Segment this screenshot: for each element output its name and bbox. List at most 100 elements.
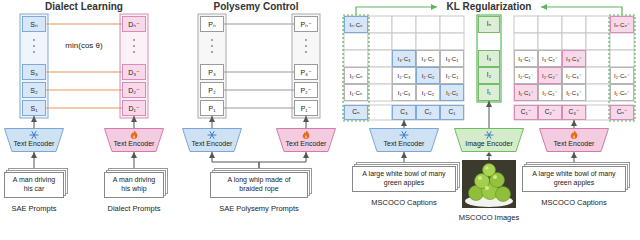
grid-cell [514, 105, 538, 120]
snowflake-stroke [402, 132, 406, 139]
encoder-label: Text Encoder [384, 140, 425, 148]
snowflake-icon [484, 130, 494, 140]
embedding-cell: I₂·C₃ [392, 67, 416, 84]
encoder-label: Text Encoder [14, 140, 55, 148]
connector-line [212, 152, 259, 172]
encoder-trapezoid [4, 128, 64, 152]
grid-cell [562, 33, 586, 50]
embedding-cell: Sₙ [22, 16, 46, 32]
connector-line [134, 116, 135, 128]
encoder-trapezoid [369, 128, 439, 152]
fire-icon [301, 130, 311, 140]
encoder-label: Text Encoder [554, 140, 595, 148]
cell-label: D₂⁻ [128, 87, 139, 94]
embedding-cell: D₂⁻ [122, 82, 146, 98]
cell-label: C₃⁻ [569, 109, 580, 116]
grid-cell [610, 16, 634, 33]
grid-cell [440, 84, 464, 101]
cell-label: I₃·C₁⁻ [518, 56, 534, 62]
embedding-column [292, 14, 320, 118]
embedding-cell: P₁ [200, 100, 224, 116]
encoder-outline [540, 129, 609, 152]
fire-shape [571, 131, 578, 139]
cell-label: S₂ [30, 87, 37, 94]
cell-label: P₂⁻ [300, 87, 311, 94]
snowflake-icon [29, 130, 39, 140]
encoder-block: Text Encoder [369, 128, 439, 152]
embedding-cell: D₁⁻ [122, 100, 146, 116]
fire-icon [569, 130, 579, 140]
snowflake-stroke [32, 132, 36, 139]
grid-cell [538, 16, 562, 33]
embedding-cell: I₁ [478, 84, 500, 101]
cell-label: I₂·C₁⁻ [518, 73, 534, 79]
encoder-outline [455, 129, 524, 152]
grid-cell [514, 67, 538, 84]
embedding-column [120, 14, 148, 118]
embedding-cell: I₂·C₁⁻ [514, 67, 538, 84]
embedding-cell: I₁·C₁⁻ [514, 84, 538, 101]
image-arrowhead [486, 152, 492, 156]
embedding-cell: Cₙ [344, 105, 368, 120]
cell-label: Iₙ·Cₙ [350, 22, 363, 28]
cell-label: I₃·C₃⁻ [566, 56, 582, 62]
snowflake-stroke [32, 132, 36, 139]
embedding-column [20, 14, 48, 118]
grid-cell [610, 84, 634, 101]
grid-cell [586, 33, 610, 50]
connector-line [404, 120, 405, 128]
embedding-cell: Iₙ·Cₙ [344, 16, 368, 33]
ellipsis-dots [33, 39, 307, 53]
grid-cell [586, 84, 610, 101]
panel-title: KL Regularization [447, 1, 532, 13]
connector-line [212, 116, 213, 128]
embedding-cell: I₁·Cₙ⁻ [610, 84, 634, 101]
prompt-text: A long whip made of braided rope [215, 176, 303, 194]
kl-column-outline [343, 15, 369, 121]
encoder-outline [105, 129, 164, 152]
cell-label: I₃ [487, 55, 491, 62]
connector-line [46, 107, 122, 108]
encoder-trapezoid [454, 128, 524, 152]
cell-label: I₁ [487, 89, 491, 96]
grid-cell [538, 84, 562, 101]
grid-cell [416, 67, 440, 84]
grid-cell [416, 33, 440, 50]
embedding-cell: I₂·Cₙ [344, 67, 368, 84]
grid-cell [610, 105, 634, 120]
cell-label: P₂ [208, 87, 215, 94]
cell-label: I₁·C₁ [446, 90, 458, 96]
prompt-text: A large white bowl of many green apples [527, 170, 621, 188]
prompt-heading: SAE Prompts [11, 204, 56, 213]
embedding-cell: Dₙ⁻ [122, 16, 146, 32]
connector-line [34, 116, 35, 128]
grid-cell [562, 50, 586, 67]
cell-label: Sₙ [30, 21, 37, 28]
cell-label: P₁ [208, 105, 215, 112]
snowflake-stroke [487, 132, 491, 139]
fire-shape [131, 131, 138, 139]
embedding-cell: I₃ [478, 50, 500, 67]
encoder-trapezoid [182, 128, 242, 152]
cell-label: I₂·Cₙ [350, 73, 363, 79]
cell-label: I₁·C₃⁻ [566, 90, 582, 96]
prompt-card: A man driving his carSAE Prompts [4, 172, 64, 198]
cell-label: Iₙ·Cₙ⁻ [614, 22, 630, 28]
prompt-card: A man driving his whipDialect Prompts [104, 172, 164, 198]
kl-arrow [541, 7, 622, 15]
grid-cell [416, 50, 440, 67]
cell-label: D₁⁻ [128, 105, 139, 112]
embedding-cell: I₁·C₃⁻ [562, 84, 586, 101]
embedding-cell: I₁·C₃ [392, 84, 416, 101]
prompt-heading: MSCOCO Captions [541, 198, 606, 207]
grid-cell [586, 50, 610, 67]
embedding-cell: D₃⁻ [122, 64, 146, 80]
grid-cell [538, 105, 562, 120]
cell-label: D₃⁻ [128, 69, 140, 76]
embedding-cell: I₂·C₁ [440, 67, 464, 84]
grid-cell [368, 16, 392, 33]
encoder-label: Text Encoder [286, 140, 327, 148]
cell-label: I₂·C₃ [398, 73, 411, 79]
embedding-cell: Pₙ⁻ [294, 16, 318, 32]
encoder-outline [5, 129, 64, 152]
